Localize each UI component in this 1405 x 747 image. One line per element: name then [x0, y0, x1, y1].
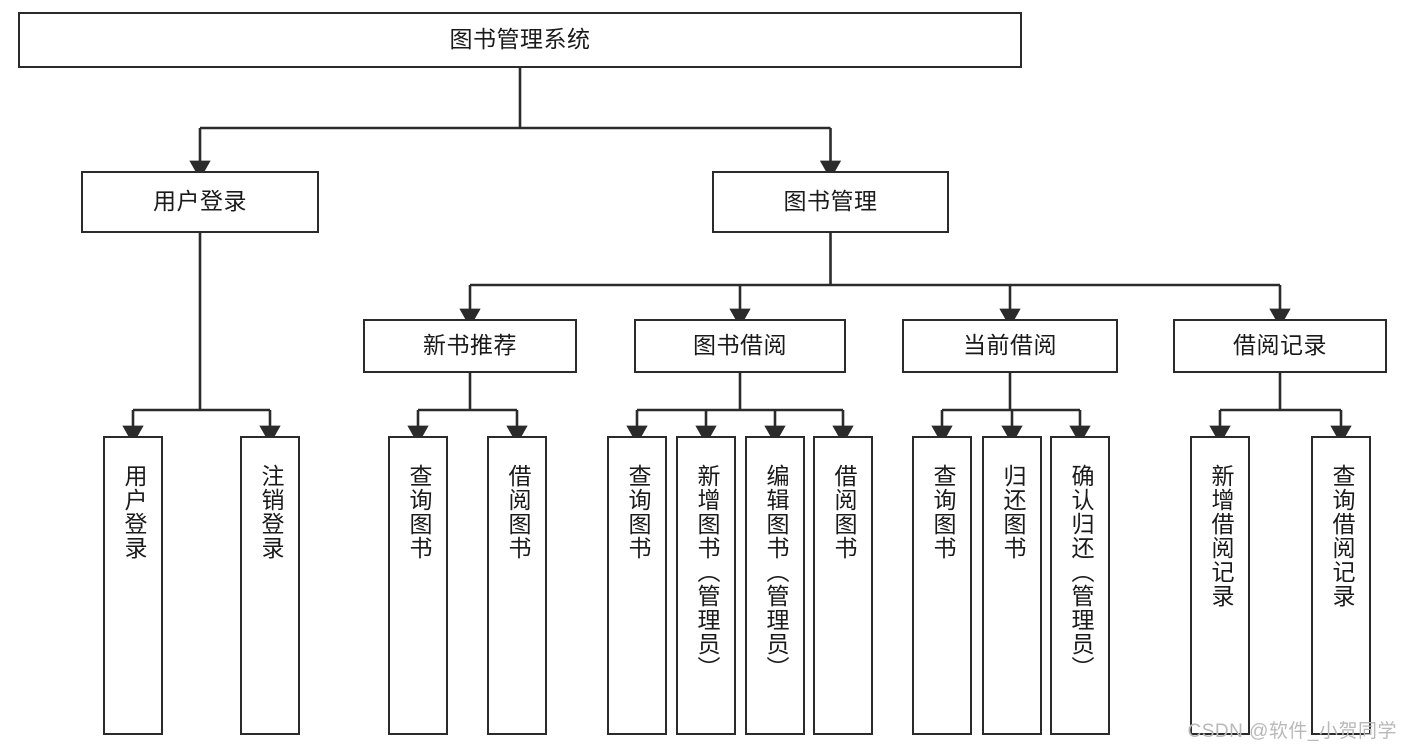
- node-label: 新增图书（管理员）: [693, 464, 720, 680]
- node-leaf-3[interactable]: 查询图书: [388, 436, 448, 735]
- node-label: 编辑图书（管理员）: [762, 464, 789, 680]
- node-leaf-10[interactable]: 归还图书: [982, 436, 1042, 735]
- node-label: 查询图书: [405, 464, 432, 560]
- node-leaf-11[interactable]: 确认归还（管理员）: [1050, 436, 1110, 735]
- node-login[interactable]: 用户登录: [81, 171, 319, 233]
- node-leaf-7[interactable]: 编辑图书（管理员）: [745, 436, 805, 735]
- node-label: 查询图书: [624, 464, 651, 560]
- node-leaf-8[interactable]: 借阅图书: [813, 436, 873, 735]
- node-label: 当前借阅: [963, 332, 1057, 359]
- node-current[interactable]: 当前借阅: [902, 319, 1118, 373]
- node-bookmgmt[interactable]: 图书管理: [712, 171, 949, 233]
- node-leaf-5[interactable]: 查询图书: [607, 436, 667, 735]
- node-leaf-2[interactable]: 注销登录: [240, 436, 300, 735]
- node-label: 图书管理: [783, 188, 878, 215]
- node-label: 图书管理系统: [449, 26, 591, 53]
- node-label: 用户登录: [153, 188, 247, 215]
- node-records[interactable]: 借阅记录: [1173, 319, 1387, 373]
- node-leaf-6[interactable]: 新增图书（管理员）: [676, 436, 736, 735]
- node-newbook[interactable]: 新书推荐: [363, 319, 577, 373]
- node-root[interactable]: 图书管理系统: [18, 12, 1022, 68]
- node-label: 查询图书: [929, 464, 956, 560]
- node-label: 新书推荐: [423, 332, 517, 359]
- node-leaf-13[interactable]: 查询借阅记录: [1311, 436, 1371, 735]
- node-label: 用户登录: [120, 464, 147, 560]
- node-label: 图书借阅: [693, 332, 787, 359]
- node-leaf-12[interactable]: 新增借阅记录: [1190, 436, 1250, 735]
- node-borrow[interactable]: 图书借阅: [634, 319, 846, 373]
- node-leaf-9[interactable]: 查询图书: [912, 436, 972, 735]
- node-label: 确认归还（管理员）: [1067, 464, 1094, 680]
- node-label: 归还图书: [999, 464, 1026, 560]
- node-label: 新增借阅记录: [1207, 464, 1234, 608]
- node-label: 查询借阅记录: [1328, 464, 1355, 608]
- node-leaf-1[interactable]: 用户登录: [103, 436, 163, 735]
- node-label: 注销登录: [257, 464, 284, 560]
- node-label: 借阅图书: [830, 464, 857, 560]
- watermark-text: CSDN @软件_小贺同学: [1187, 721, 1397, 742]
- node-label: 借阅记录: [1233, 332, 1327, 359]
- node-leaf-4[interactable]: 借阅图书: [487, 436, 547, 735]
- node-label: 借阅图书: [504, 464, 531, 560]
